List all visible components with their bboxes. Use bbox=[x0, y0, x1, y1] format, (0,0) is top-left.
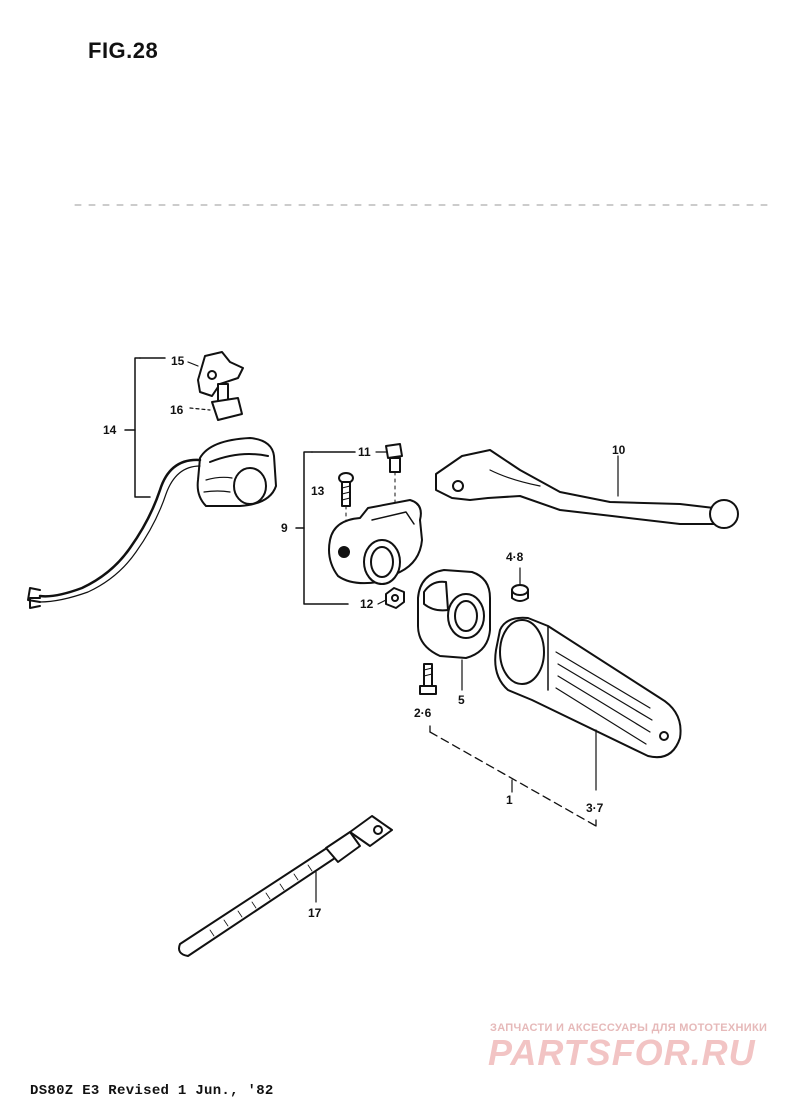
label-11: 11 bbox=[358, 445, 371, 459]
label-15: 15 bbox=[171, 354, 185, 368]
footer-revision: DS80Z E3 Revised 1 Jun., '82 bbox=[30, 1083, 274, 1099]
watermark-caption: ЗАПЧАСТИ И АКСЕССУАРЫ ДЛЯ МОТОТЕХНИКИ bbox=[490, 1022, 768, 1034]
label-4-8: 4·8 bbox=[506, 550, 524, 564]
part-14-switch-housing bbox=[196, 437, 277, 507]
part-10-lever bbox=[435, 449, 739, 529]
label-12: 12 bbox=[360, 597, 374, 611]
part-2-6-bolt bbox=[419, 663, 437, 695]
part-15-bracket bbox=[187, 351, 244, 397]
label-5: 5 bbox=[458, 693, 465, 707]
figure-title: FIG.28 bbox=[88, 38, 159, 63]
label-13: 13 bbox=[311, 484, 325, 498]
label-14: 14 bbox=[103, 423, 117, 437]
label-9: 9 bbox=[281, 521, 288, 535]
part-12-nut bbox=[377, 587, 405, 609]
part-16-knob bbox=[189, 383, 243, 421]
part-11-pivot-bolt bbox=[375, 443, 403, 531]
watermark-logo: PARTSFOR.RU bbox=[488, 1032, 756, 1073]
label-17: 17 bbox=[308, 906, 322, 920]
part-3-7-grip bbox=[494, 616, 682, 791]
bracket-1 bbox=[429, 725, 597, 827]
label-16: 16 bbox=[170, 403, 184, 417]
label-1: 1 bbox=[506, 793, 513, 807]
label-3-7: 3·7 bbox=[586, 801, 604, 815]
bracket-14 bbox=[134, 357, 151, 498]
wire-harness bbox=[27, 458, 202, 609]
label-10: 10 bbox=[612, 443, 626, 457]
part-5-throttle-housing bbox=[417, 569, 491, 691]
part-17-cable-tie bbox=[178, 815, 393, 957]
label-2-6: 2·6 bbox=[414, 706, 432, 720]
part-4-8-cap bbox=[511, 567, 529, 602]
part-9-lever-bracket bbox=[328, 499, 423, 585]
